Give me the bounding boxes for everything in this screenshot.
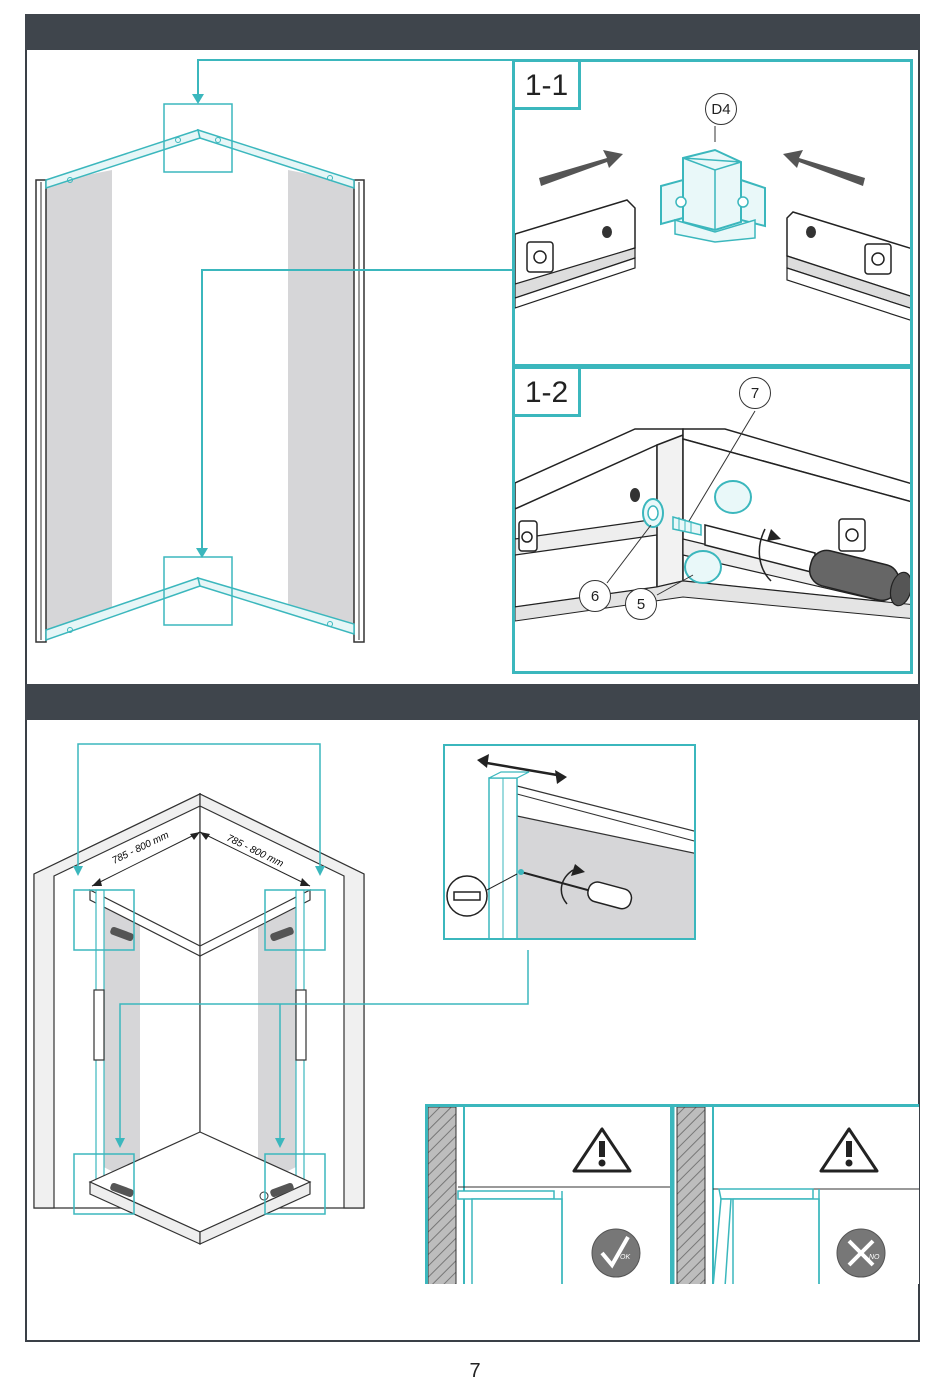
no-badge-text: NO [869,1254,880,1261]
page-number: 7 [0,1360,950,1383]
installed-enclosure-drawing: 785 - 800 mm 785 - 800 mm [30,740,440,1260]
correct-installation-drawing: OK [428,1107,676,1284]
section-header-bar-2 [25,684,920,720]
warning-panel-divider [670,1104,673,1284]
ok-badge-text: OK [620,1254,630,1261]
adjustment-detail-panel [443,744,696,940]
step-1-2-panel: 1-2 [512,366,913,674]
callout-part-5: 5 [625,588,657,620]
screw-fixing-drawing [515,369,913,674]
step-1-1-panel: 1-1 D4 [512,59,913,367]
callout-d4: D4 [705,93,737,125]
callout-part-6: 6 [579,580,611,612]
enclosure-overview-drawing [30,52,510,682]
incorrect-installation-drawing: NO [673,1107,919,1284]
section-header-bar-1 [25,14,920,50]
callout-part-7: 7 [739,377,771,409]
profile-adjustment-drawing [445,746,696,940]
